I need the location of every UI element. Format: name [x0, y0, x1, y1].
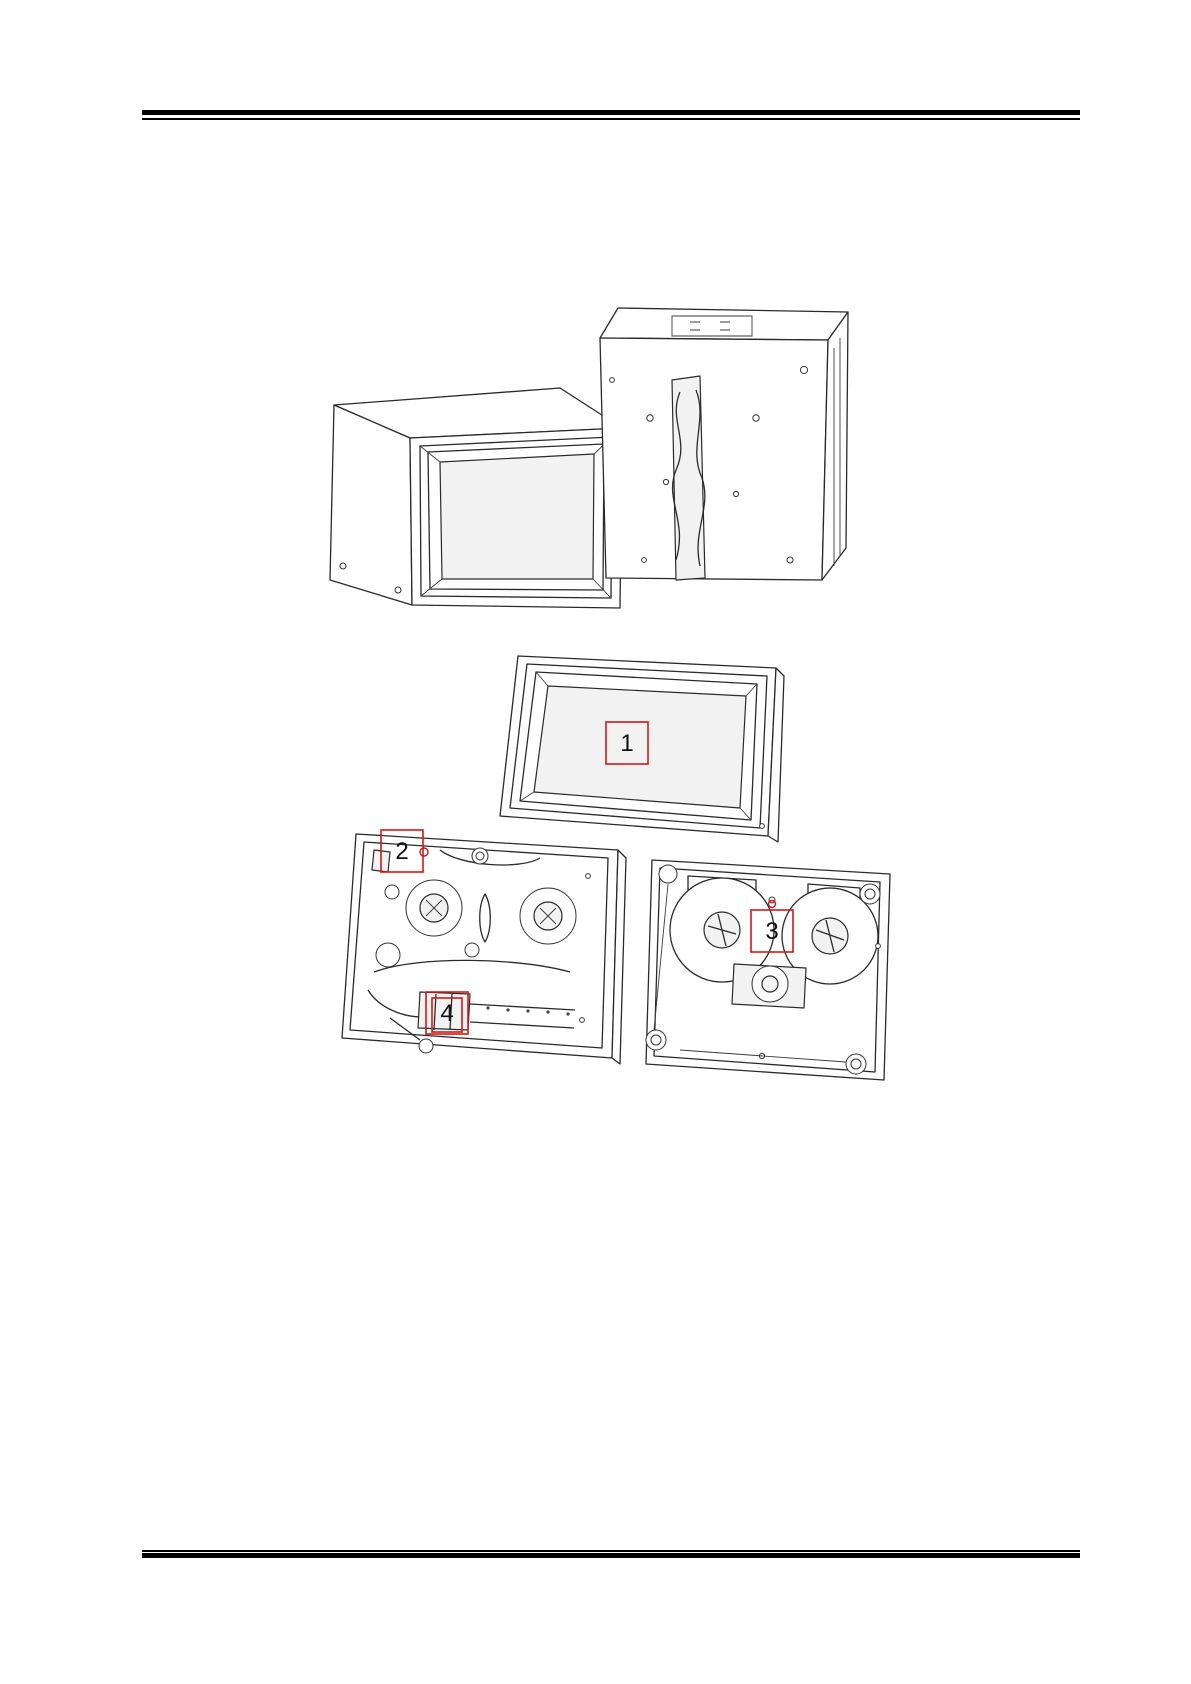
- exploded-mechanism-plate: [342, 834, 626, 1064]
- unit-front-view: [330, 388, 622, 608]
- exploded-bezel: [500, 656, 784, 842]
- svg-text:3: 3: [765, 918, 778, 945]
- svg-text:1: 1: [620, 730, 633, 757]
- assembly-illustration: 1 2 3 4: [0, 0, 1191, 1100]
- footer-rule: [142, 1550, 1080, 1560]
- unit-rear-view: [600, 308, 848, 580]
- svg-text:2: 2: [395, 838, 408, 865]
- svg-text:4: 4: [440, 1000, 453, 1027]
- exploded-ribbon-plate: [646, 860, 890, 1080]
